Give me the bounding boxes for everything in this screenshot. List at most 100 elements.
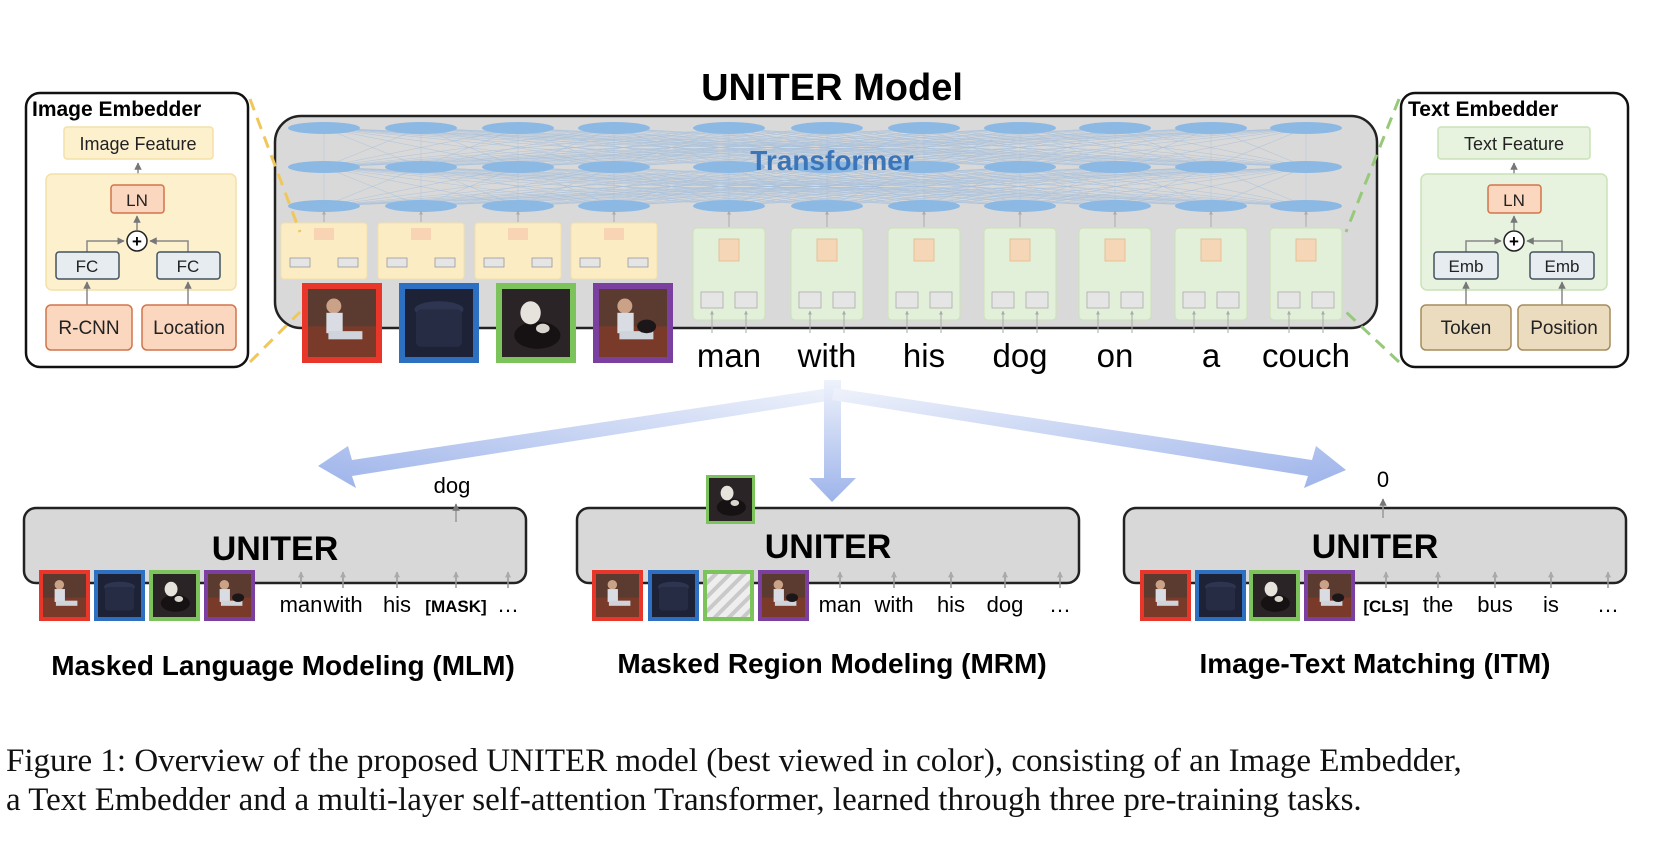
text-ln-box	[1487, 184, 1542, 214]
attention-edge	[728, 166, 1116, 207]
text-embedder-connector-bottom	[1344, 310, 1401, 364]
region-thumbnail	[1140, 570, 1191, 621]
attention-edge	[323, 166, 1021, 207]
text-embedding-stack	[692, 210, 766, 333]
transformer-label: Transformer	[750, 145, 913, 176]
token-label: …	[497, 592, 519, 617]
person-legs	[608, 600, 631, 606]
person-legs	[328, 331, 363, 340]
person-shirt	[773, 589, 784, 602]
person-head	[1155, 580, 1166, 590]
transformer-node	[888, 200, 960, 212]
stack-ln	[1009, 238, 1031, 262]
token-label: Token	[1441, 318, 1492, 339]
input-word: man	[697, 337, 761, 374]
stack-ln	[816, 238, 838, 262]
caption-line-2: a Text Embedder and a multi-layer self-a…	[6, 782, 1362, 818]
stack-emb	[798, 291, 822, 309]
transformer-node	[482, 161, 554, 173]
attention-edge	[728, 127, 1021, 168]
token-label: man	[819, 592, 862, 617]
attention-edge	[323, 166, 422, 207]
dog-patch	[1274, 595, 1284, 602]
transformer-node	[385, 122, 457, 134]
mlm-output-word: dog	[434, 473, 471, 498]
dog-body	[786, 593, 799, 602]
stack-fc	[483, 257, 505, 268]
text-emb-right-box	[1529, 251, 1595, 280]
token-label: …	[1049, 592, 1071, 617]
attention-edge	[728, 166, 828, 207]
mrm-title: Masked Region Modeling (MRM)	[617, 648, 1046, 679]
attention-edge	[728, 127, 925, 168]
transformer-node	[1270, 122, 1342, 134]
mlm-title: Masked Language Modeling (MLM)	[51, 650, 515, 681]
transformer-node	[288, 200, 360, 212]
transformer-node	[791, 161, 863, 173]
stack-fc	[289, 257, 311, 268]
mrm-uniter-label: UNITER	[765, 528, 892, 566]
stack-emb	[895, 291, 919, 309]
text-emb-right-label: Emb	[1545, 257, 1580, 276]
attention-edge	[323, 166, 519, 207]
arrow-to-mlm	[318, 388, 834, 488]
region-thumbnail	[593, 283, 673, 363]
attention-edge	[728, 127, 1116, 168]
region-thumbnail	[204, 570, 255, 621]
attention-edge	[420, 166, 1307, 207]
text-embedding-stack	[790, 210, 864, 333]
stack-emb	[1311, 291, 1335, 309]
token-label: the	[1423, 592, 1454, 617]
person-legs	[619, 331, 654, 340]
person-shirt	[219, 589, 230, 602]
image-embedding-stack	[570, 210, 658, 280]
transformer-node	[1175, 161, 1247, 173]
mlm-uniter-label: UNITER	[212, 530, 339, 568]
attention-edge	[517, 166, 1307, 207]
transformer-node	[693, 200, 765, 212]
region-thumbnail	[1195, 570, 1246, 621]
token-label: [CLS]	[1363, 597, 1408, 616]
image-embedding-stack	[280, 210, 368, 280]
input-word: couch	[1262, 337, 1350, 374]
arrow-to-itm	[832, 388, 1346, 488]
stack-ln	[913, 238, 935, 262]
person-legs	[55, 600, 78, 606]
itm-output-value: 0	[1377, 467, 1389, 492]
person-head	[326, 298, 342, 314]
stack-emb	[832, 291, 856, 309]
transformer-node	[693, 161, 765, 173]
attention-edge	[323, 127, 519, 168]
location-box	[141, 304, 237, 351]
region-thumbnail	[592, 570, 643, 621]
transformer-node	[1270, 161, 1342, 173]
attention-edge	[728, 166, 1021, 207]
rcnn-box	[45, 304, 133, 351]
input-word: with	[797, 337, 857, 374]
attention-edge	[728, 166, 1307, 207]
dog-body	[232, 593, 245, 602]
image-fc-left-box	[55, 251, 120, 280]
stack-emb	[700, 291, 724, 309]
caption-line-1: Figure 1: Overview of the proposed UNITE…	[6, 742, 1651, 781]
attention-edge	[323, 166, 1212, 207]
dog-head	[1264, 581, 1278, 597]
transformer-node	[791, 122, 863, 134]
transformer-node	[888, 161, 960, 173]
attention-edge	[323, 127, 1116, 168]
stack-fc	[434, 257, 456, 268]
stack-fc	[627, 257, 649, 268]
basket-body	[415, 309, 463, 347]
basket-body	[1205, 586, 1236, 611]
arrow-to-mrm	[809, 380, 856, 502]
person-legs	[1156, 600, 1179, 606]
token-label: is	[1543, 592, 1559, 617]
stack-ln	[604, 228, 624, 240]
attention-edge	[323, 127, 730, 168]
region-thumbnail	[1249, 570, 1300, 621]
region-thumbnail	[758, 570, 809, 621]
stack-emb	[1277, 291, 1301, 309]
